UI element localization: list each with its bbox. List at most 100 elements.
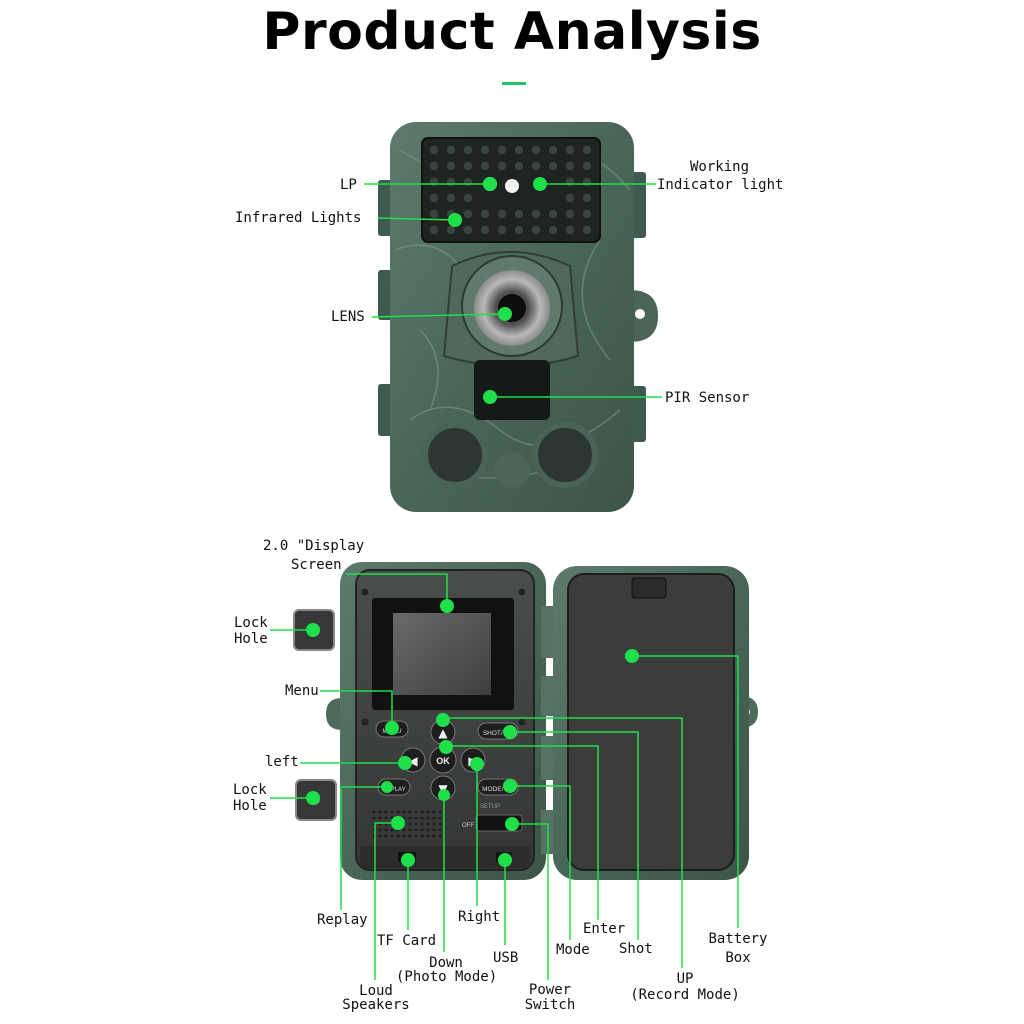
ir-led: [531, 225, 541, 235]
label-left: left: [265, 754, 299, 770]
ir-led: [446, 145, 456, 155]
speaker-hole: [438, 822, 442, 826]
ir-led: [514, 225, 524, 235]
speaker-hole: [432, 810, 436, 814]
ir-led: [582, 209, 592, 219]
speaker-hole: [390, 834, 394, 838]
label-battery-1: Battery: [708, 931, 768, 947]
ir-led: [548, 145, 558, 155]
ir-led: [582, 145, 592, 155]
label-shot: Shot: [619, 941, 653, 957]
speaker-hole: [384, 810, 388, 814]
ir-led: [514, 209, 524, 219]
speaker-hole: [426, 828, 430, 832]
speaker-hole: [438, 828, 442, 832]
ir-led: [565, 161, 575, 171]
speaker-hole: [408, 828, 412, 832]
speaker-hole: [384, 828, 388, 832]
speaker-hole: [420, 834, 424, 838]
front-pointer-dots: [448, 177, 547, 404]
bottom-pod-right: [532, 422, 598, 488]
speaker-hole: [390, 810, 394, 814]
pir-window: [474, 360, 550, 420]
ir-led: [463, 145, 473, 155]
label-right: Right: [458, 909, 501, 925]
speaker-hole: [402, 810, 406, 814]
speaker-hole: [438, 834, 442, 838]
ir-led: [497, 225, 507, 235]
battery-latch: [631, 577, 667, 599]
speaker-hole: [402, 828, 406, 832]
label-mode: Mode: [556, 942, 590, 958]
ir-led: [480, 209, 490, 219]
title-underline: [502, 82, 526, 85]
ir-led: [565, 177, 575, 187]
label-up-2: (Record Mode): [630, 987, 740, 1003]
ir-led: [531, 145, 541, 155]
speaker-hole: [432, 828, 436, 832]
label-down-1: Down: [429, 955, 463, 971]
label-enter: Enter: [583, 921, 626, 937]
page-title: Product Analysis: [262, 2, 762, 62]
speaker-hole: [432, 822, 436, 826]
ir-led: [548, 209, 558, 219]
ir-led: [429, 177, 439, 187]
speaker-hole: [420, 828, 424, 832]
svg-text:▼: ▼: [438, 782, 448, 796]
ir-led: [548, 225, 558, 235]
ir-led: [565, 193, 575, 203]
svg-text:◀: ◀: [408, 754, 418, 768]
speaker-hole: [408, 816, 412, 820]
ir-led: [582, 225, 592, 235]
label-usb: USB: [493, 950, 519, 966]
front-ear-hole: [635, 309, 645, 319]
label-lp: LP: [340, 177, 357, 193]
speaker-hole: [408, 822, 412, 826]
ir-led: [429, 209, 439, 219]
speaker-hole: [408, 834, 412, 838]
label-tf-card: TF Card: [377, 933, 437, 949]
ir-led: [531, 161, 541, 171]
ir-led: [582, 193, 592, 203]
label-pir-sensor: PIR Sensor: [665, 390, 750, 406]
label-infrared-lights: Infrared Lights: [235, 210, 362, 226]
label-loud-2: Speakers: [342, 997, 410, 1013]
label-display-1: 2.0 "Display: [263, 538, 365, 554]
ir-led: [429, 193, 439, 203]
mode-button-text: MODE/▼: [482, 786, 510, 793]
back-left-ear: [326, 698, 342, 730]
ir-led: [463, 193, 473, 203]
shot-button-text: SHOT/▲: [483, 730, 509, 737]
ir-led: [531, 209, 541, 219]
label-working-2: Indicator light: [657, 177, 784, 193]
label-down-2: (Photo Mode): [396, 969, 498, 985]
label-loud-1: Loud: [359, 983, 393, 999]
speaker-hole: [402, 834, 406, 838]
speaker-hole: [414, 828, 418, 832]
ir-led: [514, 161, 524, 171]
speaker-hole: [396, 834, 400, 838]
ir-led: [548, 161, 558, 171]
speaker-hole: [372, 816, 376, 820]
front-pointer-lines: [364, 183, 662, 398]
speaker-hole: [426, 822, 430, 826]
speaker-hole: [378, 810, 382, 814]
back-pointer-lines: [270, 573, 739, 980]
ir-led: [565, 225, 575, 235]
ir-led: [497, 209, 507, 219]
setup-label: SETUP: [480, 804, 500, 810]
svg-text:▲: ▲: [438, 726, 448, 740]
display-screen: [393, 613, 491, 695]
ir-led: [446, 193, 456, 203]
speaker-hole: [426, 810, 430, 814]
battery-box: [567, 573, 735, 871]
speaker-hole: [396, 810, 400, 814]
ir-led: [480, 145, 490, 155]
speaker-hole: [438, 810, 442, 814]
ir-led: [582, 177, 592, 187]
label-lock-hole-top-2: Hole: [234, 631, 268, 647]
speaker-hole: [378, 828, 382, 832]
ir-led: [429, 145, 439, 155]
ir-led: [565, 209, 575, 219]
speaker-hole: [414, 822, 418, 826]
